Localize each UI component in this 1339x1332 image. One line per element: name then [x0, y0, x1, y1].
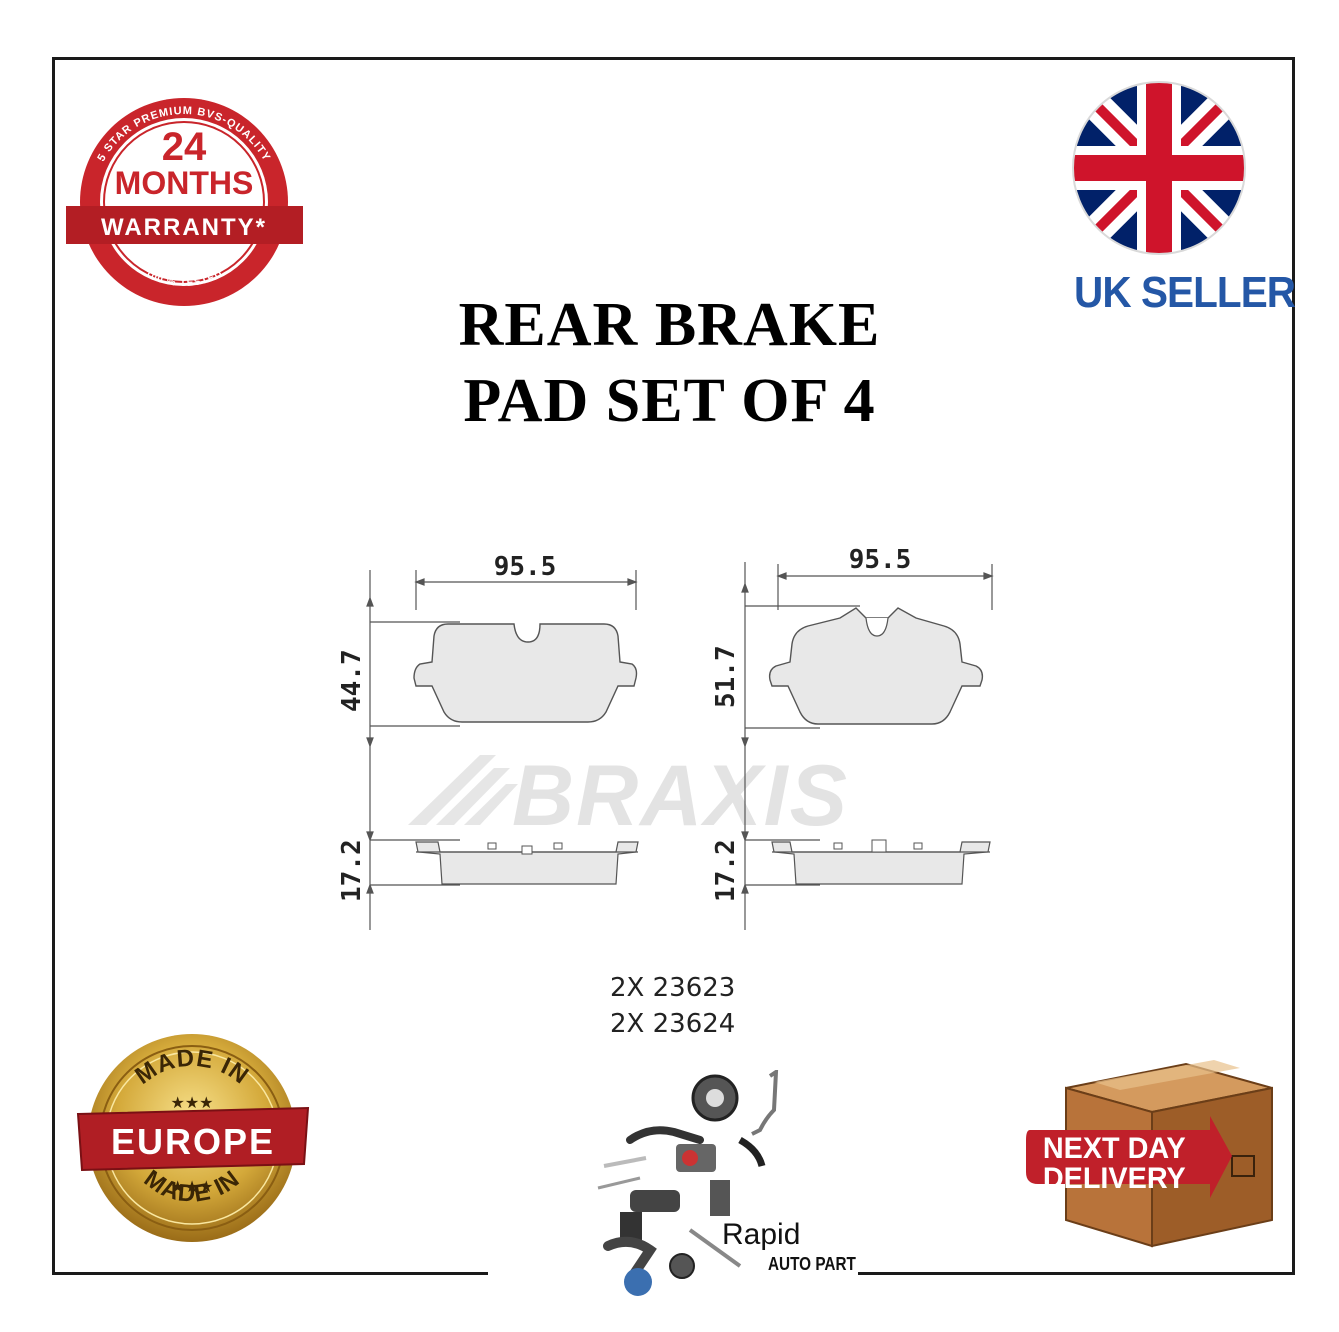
union-jack-flag-icon — [1072, 81, 1246, 255]
europe-stars-top: ★★★ — [170, 1093, 213, 1112]
europe-stars-bottom: ★★★ — [170, 1177, 213, 1196]
left-pad-thickness: 17.2 — [337, 839, 367, 902]
delivery-line-1: NEXT DAY — [1043, 1131, 1186, 1165]
warranty-number: 24 — [162, 125, 207, 169]
right-pad-height: 51.7 — [711, 645, 741, 708]
watermark-text: BRAXIS — [512, 748, 849, 844]
warranty-months: MONTHS — [115, 165, 254, 201]
next-day-delivery-badge: NEXT DAY DELIVERY — [1026, 1060, 1273, 1248]
rapid-auto-part-logo — [597, 1070, 779, 1296]
delivery-line-2: DELIVERY — [1043, 1161, 1186, 1195]
rapid-logo-name: Rapid — [722, 1218, 801, 1251]
right-pad-width: 95.5 — [849, 545, 912, 575]
brake-pad-diagram: BRAXIS 95.5 44.7 17.2 — [337, 545, 994, 930]
title-line-2: PAD SET OF 4 — [463, 367, 876, 435]
rapid-logo-sub: AUTO PART — [768, 1254, 856, 1274]
left-pad-width: 95.5 — [494, 552, 557, 582]
part-number-2: 2X 23624 — [610, 1009, 736, 1039]
title-line-1: REAR BRAKE — [458, 291, 881, 359]
part-numbers: 2X 23623 2X 23624 — [610, 970, 735, 1042]
made-in-europe-badge: MADE IN ★★★ EUROPE ★★★ MADE IN — [76, 1034, 310, 1242]
uk-seller-label: UK SELLER — [1074, 268, 1296, 317]
part-number-1: 2X 23623 — [610, 973, 736, 1003]
warranty-badge: 5 STAR PREMIUM BVS-QUALITY 24 MONTHS WAR… — [66, 98, 303, 306]
braxis-watermark: BRAXIS — [408, 748, 849, 844]
warranty-stars: ★★★★★ — [155, 257, 213, 272]
europe-label: EUROPE — [111, 1121, 275, 1162]
left-pad-height: 44.7 — [337, 649, 367, 712]
right-pad-thickness: 17.2 — [711, 839, 741, 902]
warranty-label: WARRANTY* — [101, 214, 267, 241]
